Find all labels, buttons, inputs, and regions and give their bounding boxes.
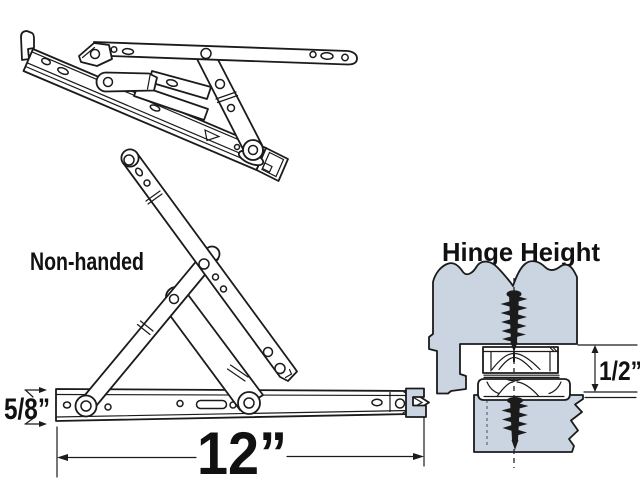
arrowhead-icon <box>39 387 47 393</box>
elbow-pivot-hole <box>168 293 180 305</box>
screw-slot <box>57 66 69 76</box>
pivot-hole <box>200 47 212 60</box>
track-height-dimension: 5/8” <box>4 387 50 427</box>
upper-screw-icon <box>500 290 528 362</box>
track-length-dimension: 12” <box>56 409 425 480</box>
frame-glazing-leg <box>405 387 427 418</box>
track-notch <box>204 128 221 142</box>
arrowhead-icon <box>39 421 47 427</box>
folded-hinge-illustration <box>20 30 358 182</box>
frame-top-block <box>428 260 578 395</box>
screw-slot <box>149 104 161 112</box>
folded-middle-link <box>95 71 158 93</box>
non-handed-label: Non-handed <box>30 248 144 276</box>
frame-bottom-block <box>473 394 584 453</box>
hinge-height-value-label: 1/2” <box>599 356 640 386</box>
hinge-height-dimension: 1/2” <box>577 344 640 399</box>
adjustment-slot <box>195 399 228 410</box>
folded-sash-arm <box>195 49 264 161</box>
open-hinge-illustration: Non-handed <box>30 148 430 422</box>
arrowhead-icon <box>413 453 424 460</box>
open-short-arm <box>74 245 221 418</box>
arrowhead-icon <box>591 345 599 353</box>
screw-slot <box>371 398 383 407</box>
folded-long-arm <box>93 41 358 66</box>
folded-track <box>22 48 289 182</box>
hinge-height-section: Hinge Height <box>405 237 640 468</box>
arrowhead-icon <box>57 454 68 461</box>
folded-link-lower <box>133 84 209 121</box>
arrowhead-icon <box>591 384 599 392</box>
track-end-tab <box>20 30 35 61</box>
open-long-arm <box>120 148 298 382</box>
hinge-height-title: Hinge Height <box>442 237 600 267</box>
screw-hole <box>176 399 184 408</box>
screw-hole <box>104 403 112 411</box>
screw-hole <box>394 398 406 409</box>
track-height-label: 5/8” <box>4 393 50 426</box>
hinge-cross-section <box>477 346 571 401</box>
screw-hole <box>62 401 72 409</box>
lower-screw-icon <box>501 397 529 450</box>
track-length-label: 12” <box>197 420 287 480</box>
screw-hole <box>233 143 241 151</box>
open-support-link <box>162 286 264 415</box>
screw-hole <box>40 57 52 66</box>
sash-bracket <box>78 42 113 67</box>
